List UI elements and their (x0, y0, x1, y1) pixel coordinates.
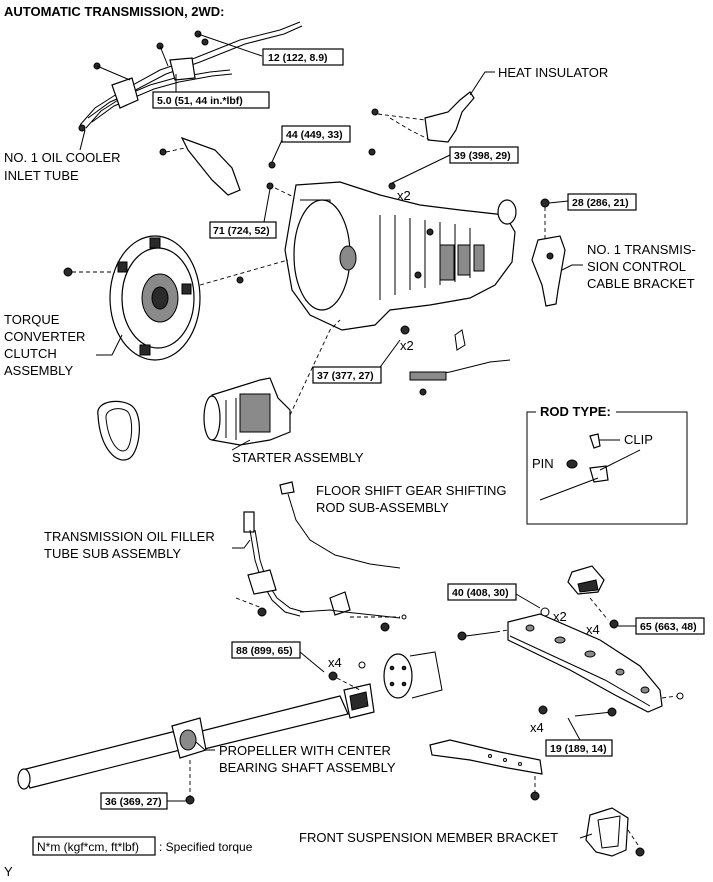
filler-tube-drawing (235, 511, 305, 617)
transmission-drawing (284, 181, 517, 331)
mult-40: x2 (553, 609, 567, 624)
label-pin: PIN (532, 456, 554, 471)
mult-39: x2 (397, 188, 411, 203)
oil-cooler-tube-drawing (78, 21, 303, 132)
mult-88: x4 (328, 655, 342, 670)
rod-type-panel: ROD TYPE: ROD TYPE: CLIP PIN (526, 404, 688, 525)
crossmember-drawing (457, 613, 684, 713)
front-bracket-drawing (585, 807, 645, 857)
corner-mark: Y (4, 864, 13, 879)
svg-text:40 (408, 30): 40 (408, 30) (452, 587, 509, 599)
label-heat-insulator: HEAT INSULATOR (498, 65, 608, 80)
torque-36: 36 (369, 27) (100, 792, 186, 810)
label-bracket-line2: SION CONTROL (587, 259, 686, 274)
label-clip: CLIP (624, 432, 653, 447)
torque-legend: N*m (kgf*cm, ft*lbf) : Specified torque (32, 836, 253, 856)
torque-40: 40 (408, 30) x2 (447, 583, 567, 624)
label-oil-cooler-line1: NO. 1 OIL COOLER (4, 150, 121, 165)
mount-drawing (567, 565, 619, 629)
label-starter: STARTER ASSEMBLY (232, 450, 364, 465)
torque-28: 28 (286, 21) (540, 193, 637, 211)
svg-text:ROD TYPE:: ROD TYPE: (540, 404, 611, 419)
legend-unit: N*m (kgf*cm, ft*lbf) (37, 840, 139, 854)
svg-text:71 (724, 52): 71 (724, 52) (213, 225, 270, 237)
torque-88: 88 (899, 65) x4 (231, 641, 366, 681)
label-tc-line1: TORQUE (4, 312, 60, 327)
label-oil-cooler-line2: INLET TUBE (4, 168, 79, 183)
label-tc-line2: CONVERTER (4, 329, 85, 344)
label-filler-line1: TRANSMISSION OIL FILLER (44, 529, 215, 544)
svg-text:39 (398, 29): 39 (398, 29) (454, 150, 511, 162)
svg-text:36 (369, 27): 36 (369, 27) (105, 796, 162, 808)
svg-text:19 (189, 14): 19 (189, 14) (550, 743, 607, 755)
label-tc-line3: CLUTCH (4, 346, 57, 361)
svg-text:88 (899, 65): 88 (899, 65) (236, 645, 293, 657)
svg-text:44 (449, 33): 44 (449, 33) (286, 129, 343, 141)
torque-19: x4 19 (189, 14) (530, 705, 617, 757)
mult-65: x4 (586, 622, 600, 637)
label-tc-line4: ASSEMBLY (4, 363, 73, 378)
label-front-bracket: FRONT SUSPENSION MEMBER BRACKET (299, 830, 558, 845)
lower-arm-drawing (429, 739, 543, 801)
label-bracket-line1: NO. 1 TRANSMIS- (587, 242, 696, 257)
heat-insulator-drawing (371, 91, 475, 143)
gasket-drawing (97, 400, 140, 461)
torque-converter-drawing (63, 235, 289, 361)
torque-12: 12 (122, 8.9) (262, 48, 344, 66)
label-propeller-line2: BEARING SHAFT ASSEMBLY (219, 760, 396, 775)
torque-39: 39 (398, 29) x2 (368, 146, 519, 203)
diagram-title: AUTOMATIC TRANSMISSION, 2WD: (4, 4, 225, 19)
torque-37: x2 37 (377, 27) (312, 325, 414, 384)
torque-71: 71 (724, 52) (209, 188, 277, 239)
mult-37: x2 (400, 338, 414, 353)
label-bracket-line3: CABLE BRACKET (587, 276, 695, 291)
svg-text:28 (286, 21): 28 (286, 21) (572, 197, 629, 209)
starter-drawing (203, 319, 341, 446)
svg-text:37 (377, 27): 37 (377, 27) (317, 370, 374, 382)
legend-desc: : Specified torque (159, 840, 253, 854)
shift-cable-drawing (409, 329, 511, 396)
svg-text:12 (122, 8.9): 12 (122, 8.9) (268, 52, 328, 64)
label-floor-shift-line1: FLOOR SHIFT GEAR SHIFTING (316, 483, 506, 498)
torque-65: x4 65 (663, 48) (586, 617, 705, 637)
propeller-shaft-drawing (17, 651, 443, 805)
svg-text:65 (663, 48): 65 (663, 48) (640, 621, 697, 633)
label-floor-shift-line2: ROD SUB-ASSEMBLY (316, 500, 449, 515)
torque-5: 5.0 (51, 44 in.*lbf) (152, 74, 270, 109)
shift-rod-drawing (279, 481, 407, 632)
mult-19: x4 (530, 720, 544, 735)
label-filler-line2: TUBE SUB ASSEMBLY (44, 546, 181, 561)
torque-44: 44 (449, 33) (271, 125, 351, 163)
svg-text:5.0 (51, 44 in.*lbf): 5.0 (51, 44 in.*lbf) (157, 95, 243, 107)
label-propeller-line1: PROPELLER WITH CENTER (219, 743, 391, 758)
bracket-drawing (159, 136, 301, 201)
cable-bracket-drawing (531, 207, 566, 307)
